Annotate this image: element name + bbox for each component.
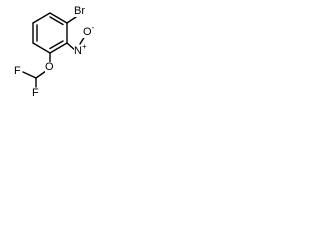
nitro-oxygen-charge: -: [91, 23, 95, 32]
bond-diagram: [22, 12, 86, 88]
fluorine-right-symbol: F: [32, 87, 39, 99]
ring-double-bond-inner-top: [49, 16, 64, 26]
fluorine-left-symbol: F: [14, 65, 21, 77]
ring-bond-4: [32, 42, 51, 54]
carbon-bromine-bond: [66, 16, 77, 24]
nitro-oxygen-label: O-: [83, 23, 95, 38]
ring-bond-3: [49, 42, 68, 54]
ring-bond-6: [32, 12, 51, 24]
ring-double-bond-inner-right: [49, 40, 64, 50]
nitrogen-charge: +: [81, 42, 87, 51]
ether-oxygen-symbol: O: [45, 61, 54, 73]
chemical-structure: Br N+ O- O F F: [0, 0, 100, 102]
bromine-symbol: Br: [74, 5, 85, 17]
carbon-fluorine-left-bond: [22, 71, 37, 79]
ring-bond-1: [49, 12, 68, 24]
nitro-nitrogen-label: N+: [74, 42, 87, 57]
fluorine-right-label: F: [32, 88, 39, 99]
nitro-oxygen-symbol: O: [83, 26, 92, 38]
ether-oxygen-label: O: [45, 62, 54, 73]
nitrogen-symbol: N: [74, 45, 82, 57]
oxygen-carbon-bond: [35, 70, 47, 79]
bromine-atom-label: Br: [74, 6, 85, 17]
fluorine-left-label: F: [14, 66, 21, 77]
